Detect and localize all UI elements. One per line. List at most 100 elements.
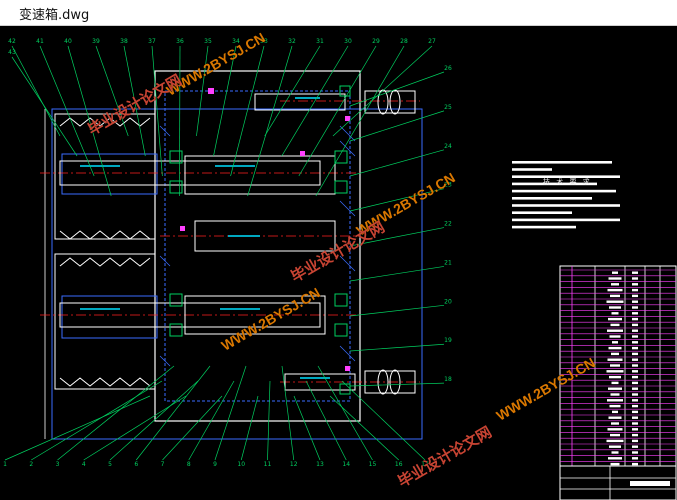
leader-line	[349, 188, 445, 212]
leader-line	[151, 45, 163, 177]
callout-28: 28	[400, 38, 408, 45]
bom-cell-text	[608, 457, 622, 460]
callout-41: 41	[36, 38, 44, 45]
bom-cell-text	[606, 300, 624, 303]
housing-outline	[51, 108, 423, 440]
callout-5: 5	[108, 461, 112, 468]
leader-line	[247, 45, 293, 197]
leader-line	[264, 45, 321, 137]
callout-42: 42	[8, 38, 16, 45]
callout-18: 18	[444, 376, 452, 383]
window-titlebar: 变速箱.dwg	[0, 0, 677, 26]
leader-line	[349, 227, 445, 247]
technical-notes-title: 技 术 要 求	[543, 178, 592, 186]
housing-hatching	[159, 125, 356, 367]
callout-6: 6	[134, 461, 138, 468]
callout-3: 3	[56, 461, 60, 468]
leader-line	[11, 45, 61, 137]
callout-21: 21	[444, 259, 452, 266]
callout-8: 8	[187, 461, 191, 468]
bom-cell-text	[609, 335, 621, 338]
cad-drawing[interactable]: 4243414039383736353433323130292827262524…	[0, 26, 677, 500]
leader-line	[332, 45, 433, 137]
bom-cell-text	[632, 352, 638, 356]
leader-line	[109, 380, 199, 461]
callout-31: 31	[316, 38, 324, 45]
leader-line	[135, 365, 211, 461]
tech-note-line	[512, 189, 616, 193]
leader-line	[57, 365, 175, 461]
callout-24: 24	[444, 143, 452, 150]
leader-line	[267, 380, 271, 461]
gearbox-inner	[164, 90, 351, 402]
callout-7: 7	[161, 461, 165, 468]
leader-line	[4, 395, 151, 461]
bom-cell-text	[609, 306, 621, 309]
top-shaft	[254, 93, 346, 111]
bom-cell-text	[608, 346, 622, 350]
bom-cell-text	[606, 370, 624, 373]
lower-pulley	[54, 253, 158, 390]
callout-2: 2	[29, 461, 33, 468]
leader-line	[315, 45, 405, 197]
cyan-key-features	[80, 97, 330, 379]
callout-4: 4	[82, 461, 86, 468]
bom-cell-text	[632, 381, 638, 385]
callout-26: 26	[444, 65, 452, 72]
callout-13: 13	[316, 461, 324, 468]
bom-cell-text	[632, 358, 638, 361]
tech-note-line	[512, 197, 592, 200]
bom-cell-text	[632, 445, 638, 448]
leader-line	[240, 395, 259, 461]
bom-cell-text	[611, 283, 619, 286]
bom-cell-text	[632, 346, 638, 350]
leader-line	[349, 110, 445, 142]
bom-cell-text	[611, 451, 619, 454]
upper-pulley	[54, 113, 158, 240]
bom-cell-text	[632, 451, 638, 454]
callout-11: 11	[264, 461, 272, 468]
leader-line	[349, 304, 445, 317]
bom-cell-text	[607, 399, 623, 402]
leader-line	[349, 382, 445, 387]
callout-37: 37	[148, 38, 156, 45]
callout-34: 34	[232, 38, 240, 45]
callout-9: 9	[213, 461, 217, 468]
bom-cell-text	[632, 271, 638, 274]
leader-line	[39, 45, 95, 177]
magenta-accents	[180, 88, 350, 371]
bearings	[169, 85, 351, 395]
bom-cell-text	[632, 323, 638, 327]
callout-14: 14	[342, 461, 350, 468]
bom-cell-text	[608, 387, 622, 390]
leader-line	[31, 380, 163, 461]
bom-cell-text	[606, 439, 624, 443]
bom-cell-text	[610, 294, 620, 298]
callout-38: 38	[120, 38, 128, 45]
tech-note-line	[512, 225, 576, 229]
bom-cell-text	[607, 428, 623, 431]
bom-cell-text	[632, 317, 638, 321]
leader-line	[179, 45, 181, 197]
callout-32: 32	[288, 38, 296, 45]
leader-line	[11, 56, 78, 157]
bom-cell-text	[611, 381, 619, 385]
callout-40: 40	[64, 38, 72, 45]
leader-line	[341, 380, 426, 461]
bom-cell-text	[612, 271, 618, 274]
tech-note-line	[512, 204, 620, 207]
bom-cell-text	[632, 288, 638, 292]
bom-cell-text	[612, 410, 618, 414]
leader-line	[349, 266, 445, 282]
leader-line	[317, 365, 373, 461]
callout-39: 39	[92, 38, 100, 45]
bom-cell-text	[611, 352, 619, 356]
bom-cell-text	[607, 329, 623, 332]
leader-line	[329, 395, 399, 461]
leader-line	[349, 149, 445, 177]
leader-line	[213, 45, 237, 157]
callout-43: 43	[8, 49, 16, 56]
bom-cell-text	[632, 294, 638, 298]
